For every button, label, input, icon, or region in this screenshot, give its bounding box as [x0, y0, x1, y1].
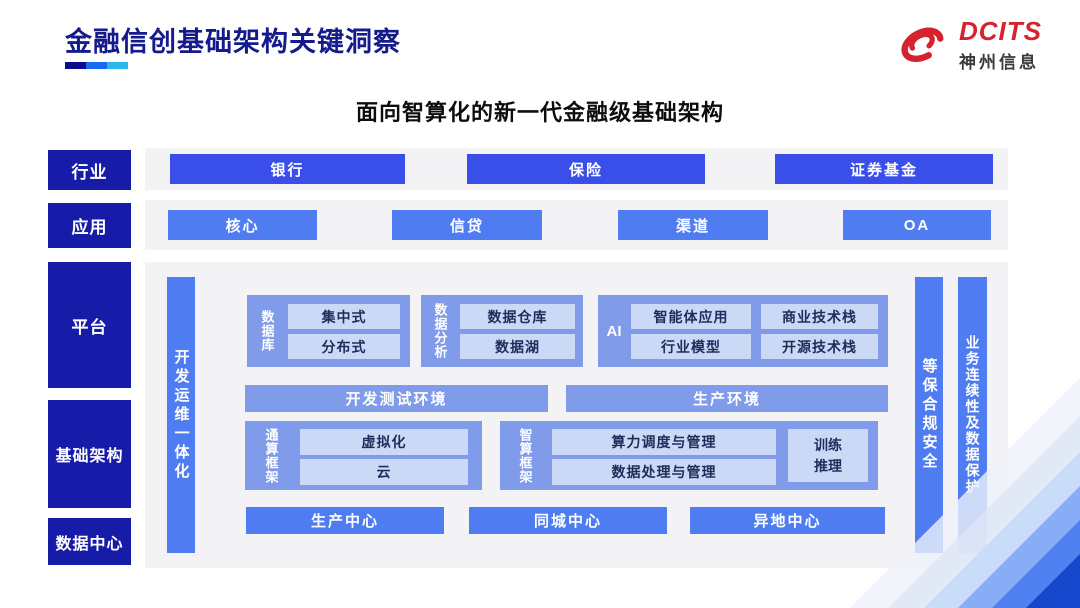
row-label-infrastructure: 基础架构 — [48, 400, 131, 508]
underline-segment — [86, 62, 107, 69]
center-remote: 异地中心 — [690, 507, 885, 534]
application-item-credit: 信贷 — [392, 210, 542, 240]
database-panel-label: 数据库 — [259, 310, 275, 352]
row-label-datacenter: 数据中心 — [48, 518, 131, 565]
training-inference-label: 训练推理 — [814, 437, 842, 474]
general-compute-panel: 通算框架 虚拟化 云 — [245, 421, 482, 490]
application-strip: 核心 信贷 渠道 OA — [145, 200, 1008, 250]
logo-swirl-icon — [901, 27, 944, 62]
devops-bar-label: 开发运维一体化 — [172, 348, 190, 482]
row-label-industry: 行业 — [48, 150, 131, 190]
industry-item-bank: 银行 — [170, 154, 405, 184]
company-logo: DCITS 神州信息 — [893, 16, 1042, 74]
row-label-application: 应用 — [48, 203, 131, 248]
database-item-centralized: 集中式 — [288, 304, 400, 329]
database-panel: 数据库 集中式 分布式 — [247, 295, 410, 367]
ai-panel-label: AI — [606, 322, 622, 340]
security-compliance-label: 等保合规安全 — [920, 358, 938, 472]
business-continuity-bar: 业务连续性及数据保护 — [958, 277, 987, 553]
ai-item-industry-models: 行业模型 — [631, 334, 751, 359]
platform-panel: 开发运维一体化 等保合规安全 业务连续性及数据保护 数据库 集中式 分布式 数据… — [145, 262, 1008, 568]
underline-segment — [107, 62, 128, 69]
ai-item-agent-apps: 智能体应用 — [631, 304, 751, 329]
application-item-channel: 渠道 — [618, 210, 768, 240]
compute-item-cloud: 云 — [300, 459, 468, 485]
training-inference-box: 训练推理 — [788, 429, 868, 482]
logo-company-text: 神州信息 — [959, 52, 1039, 72]
ai-item-commercial-stack: 商业技术栈 — [761, 304, 878, 329]
database-item-distributed: 分布式 — [288, 334, 400, 359]
security-compliance-bar: 等保合规安全 — [915, 277, 943, 553]
ai-panel: AI 智能体应用 商业技术栈 行业模型 开源技术栈 — [598, 295, 888, 367]
logo-brand-text: DCITS — [959, 15, 1042, 46]
page-title: 金融信创基础架构关键洞察 — [65, 27, 401, 57]
analytics-panel-label: 数据分析 — [432, 303, 448, 359]
production-environment-bar: 生产环境 — [566, 385, 888, 412]
center-same-city: 同城中心 — [469, 507, 667, 534]
analytics-item-warehouse: 数据仓库 — [460, 304, 575, 329]
devops-bar: 开发运维一体化 — [167, 277, 195, 553]
application-item-oa: OA — [843, 210, 991, 240]
ai-compute-item-data-mgmt: 数据处理与管理 — [552, 459, 776, 485]
compute-item-virtualization: 虚拟化 — [300, 429, 468, 455]
underline-segment — [65, 62, 86, 69]
general-compute-label: 通算框架 — [263, 427, 279, 484]
dev-test-environment-bar: 开发测试环境 — [245, 385, 548, 412]
ai-compute-item-scheduling: 算力调度与管理 — [552, 429, 776, 455]
application-item-core: 核心 — [168, 210, 317, 240]
industry-strip: 银行 保险 证券基金 — [145, 148, 1008, 190]
ai-compute-label: 智算框架 — [517, 427, 533, 484]
analytics-panel: 数据分析 数据仓库 数据湖 — [421, 295, 583, 367]
diagram-title: 面向智算化的新一代金融级基础架构 — [355, 100, 724, 125]
ai-item-opensource-stack: 开源技术栈 — [761, 334, 878, 359]
industry-item-insurance: 保险 — [467, 154, 705, 184]
business-continuity-label: 业务连续性及数据保护 — [964, 335, 981, 495]
title-underline — [65, 62, 128, 69]
row-label-platform: 平台 — [48, 262, 131, 388]
analytics-item-lake: 数据湖 — [460, 334, 575, 359]
ai-compute-panel: 智算框架 算力调度与管理 数据处理与管理 训练推理 — [500, 421, 878, 490]
industry-item-securities: 证券基金 — [775, 154, 993, 184]
center-production: 生产中心 — [246, 507, 444, 534]
